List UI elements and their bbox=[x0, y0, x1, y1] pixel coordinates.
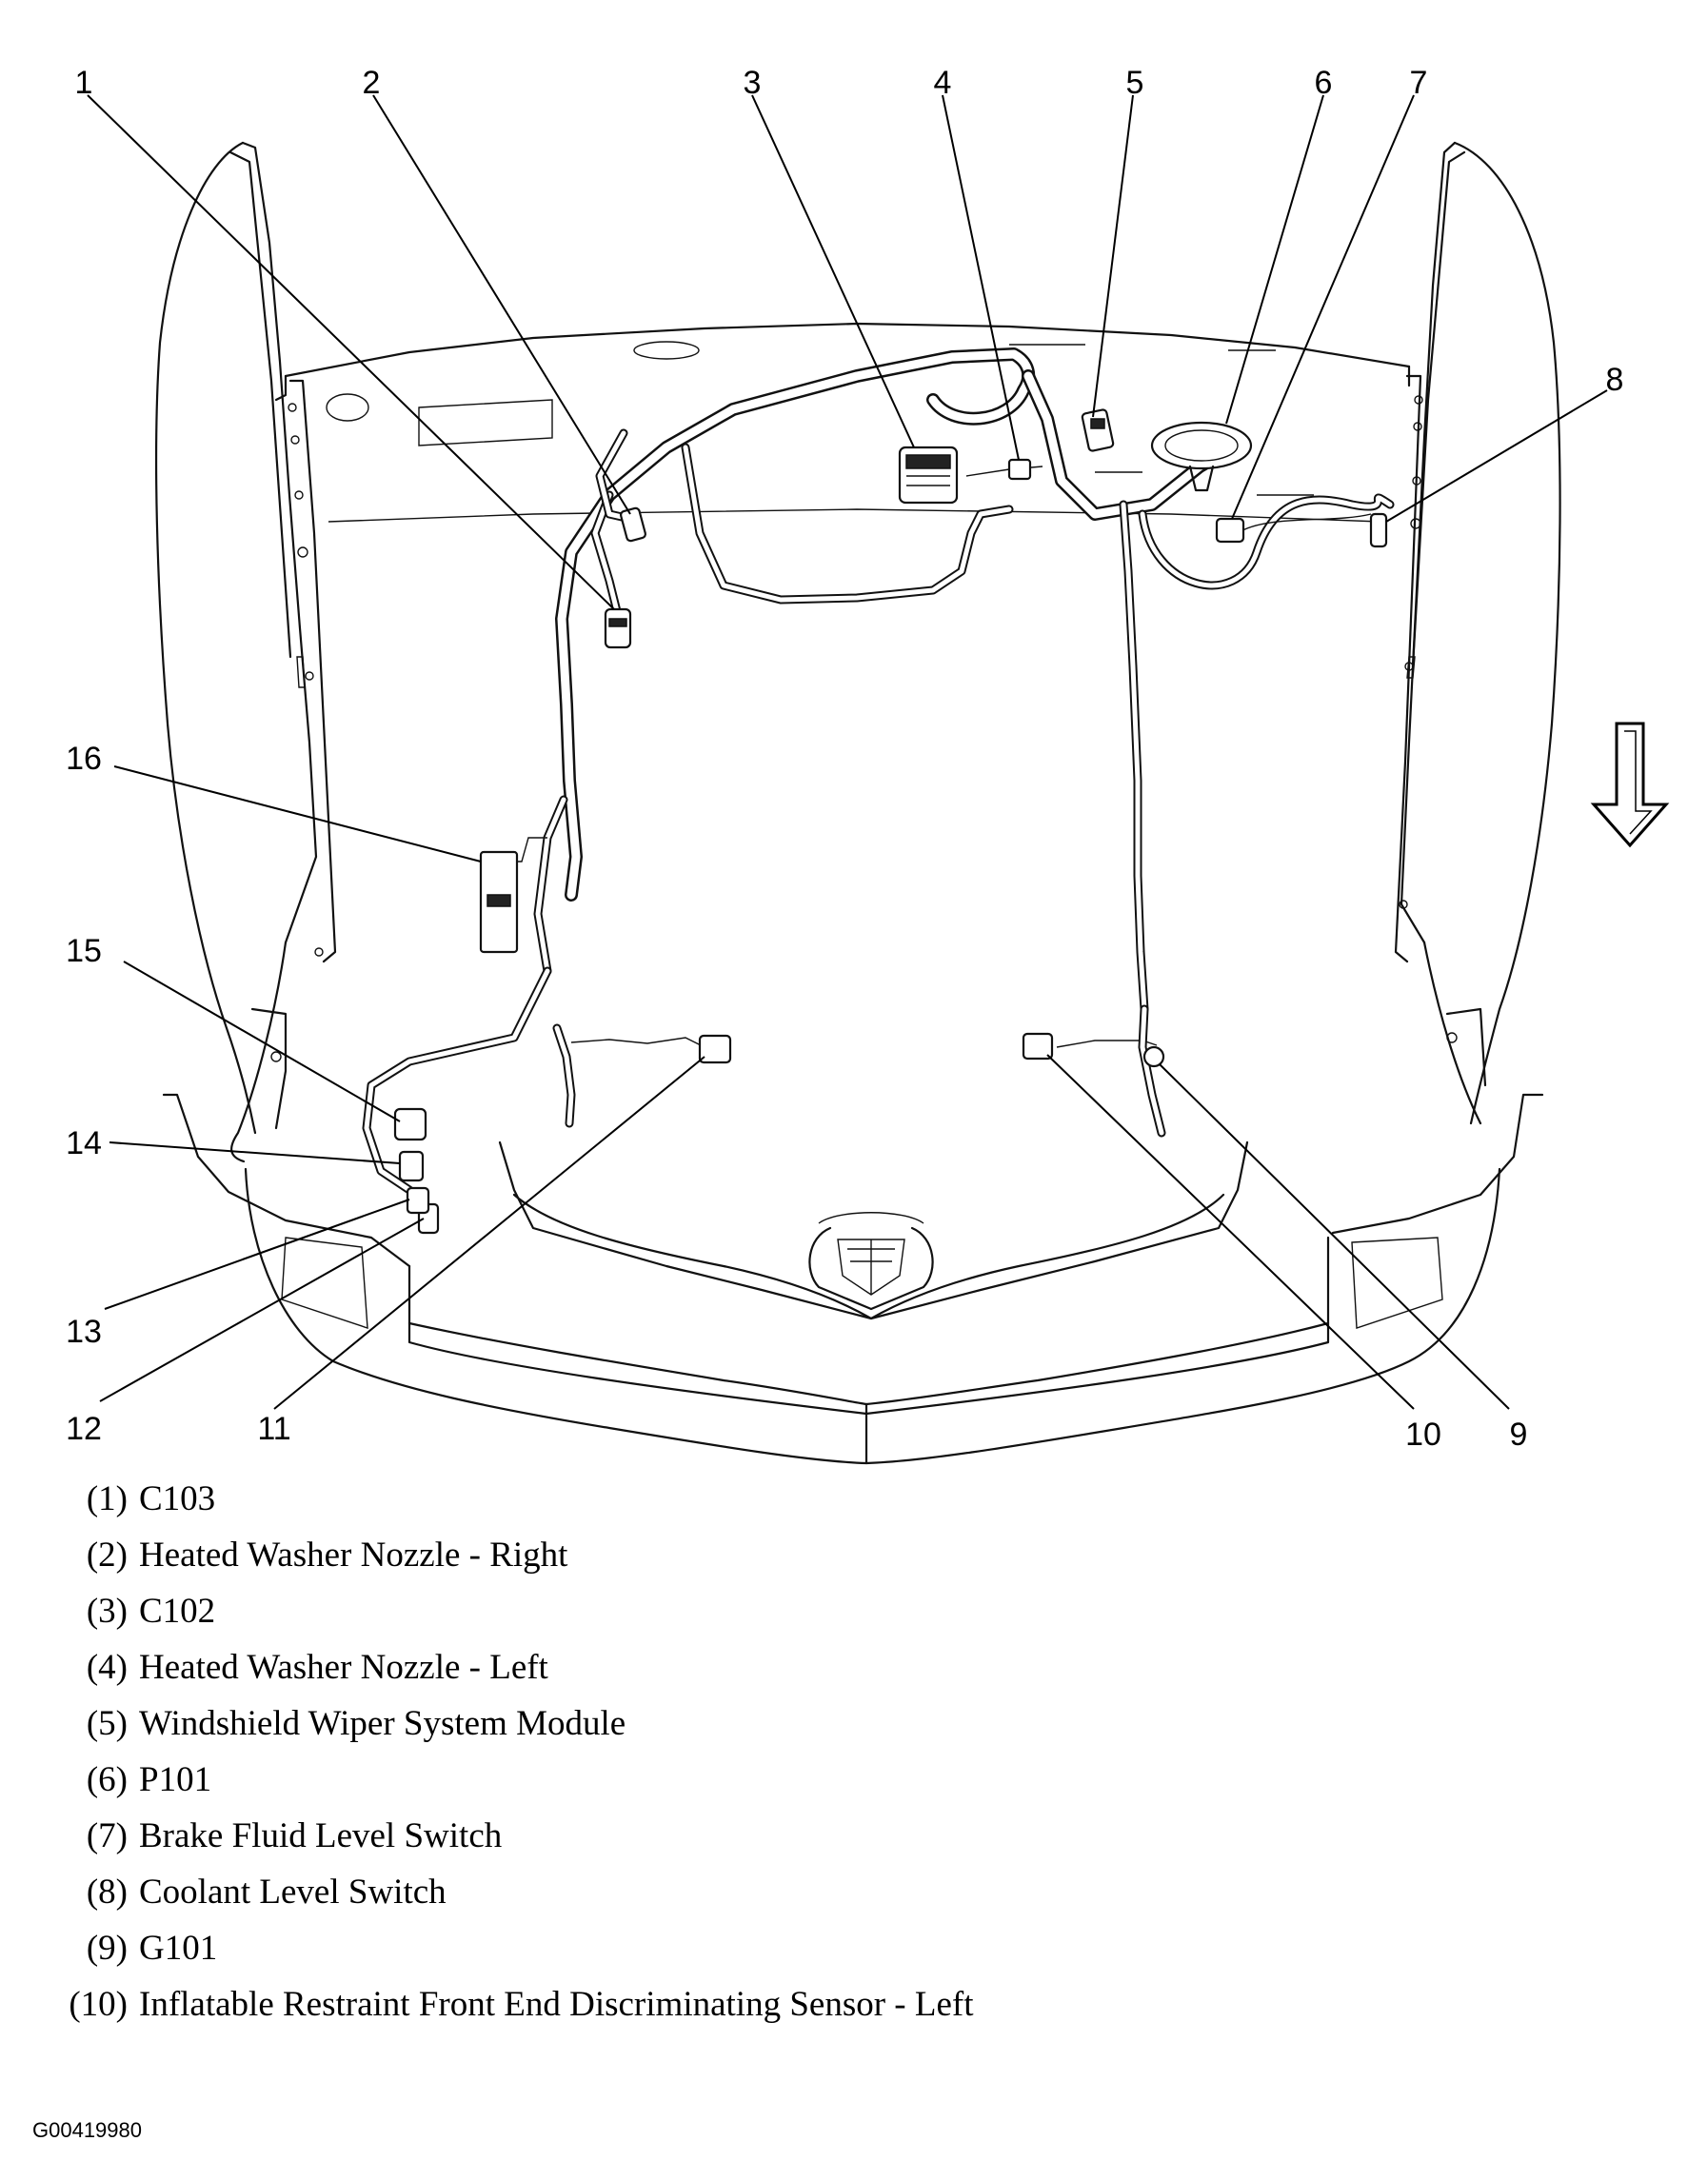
callout-4: 4 bbox=[934, 65, 952, 101]
legend-label: Heated Washer Nozzle - Right bbox=[139, 1536, 568, 1575]
legend-item: (9) G101 bbox=[50, 1920, 974, 1976]
legend-item: (7) Brake Fluid Level Switch bbox=[50, 1808, 974, 1864]
component-11-connector bbox=[698, 1034, 732, 1064]
legend-label: C102 bbox=[139, 1592, 216, 1631]
callout-15: 15 bbox=[66, 933, 102, 969]
legend-num: (9) bbox=[86, 1929, 128, 1968]
legend-item: (6) P101 bbox=[50, 1752, 974, 1808]
legend-label: P101 bbox=[139, 1760, 212, 1799]
callout-6: 6 bbox=[1315, 65, 1333, 101]
legend-num: (2) bbox=[86, 1536, 128, 1575]
callout-16: 16 bbox=[66, 741, 102, 777]
c103-connector bbox=[604, 607, 632, 649]
vehicle-body bbox=[154, 141, 1561, 1465]
wiring-harness bbox=[362, 347, 1395, 1195]
washer-nozzle-right-connector bbox=[619, 506, 647, 543]
wiper-module-connector bbox=[1081, 408, 1115, 452]
legend-item: (1) C103 bbox=[50, 1471, 974, 1527]
washer-nozzle-left-connector bbox=[1007, 458, 1032, 481]
coolant-switch-connector bbox=[1369, 512, 1388, 548]
callout-14: 14 bbox=[66, 1125, 102, 1161]
callout-1: 1 bbox=[75, 65, 93, 101]
component-15-connector bbox=[393, 1107, 427, 1141]
g101-ground bbox=[1142, 1045, 1165, 1068]
legend-num: (6) bbox=[86, 1760, 128, 1799]
legend-label: Brake Fluid Level Switch bbox=[139, 1816, 503, 1855]
legend-num: (3) bbox=[86, 1592, 128, 1631]
legend-label: G101 bbox=[139, 1929, 218, 1968]
down-arrow-icon bbox=[1590, 722, 1670, 848]
p101-grommet bbox=[1150, 421, 1253, 470]
legend-item: (5) Windshield Wiper System Module bbox=[50, 1695, 974, 1752]
callout-labels: 1 2 3 4 5 6 7 8 9 10 11 12 13 14 15 16 bbox=[66, 65, 1623, 1453]
legend-label: Coolant Level Switch bbox=[139, 1873, 447, 1912]
callout-13: 13 bbox=[66, 1314, 102, 1350]
legend-num: (4) bbox=[86, 1648, 128, 1687]
efd-sensor-left-connector bbox=[1022, 1032, 1054, 1061]
callout-3: 3 bbox=[744, 65, 762, 101]
legend-item: (8) Coolant Level Switch bbox=[50, 1864, 974, 1920]
brake-fluid-switch-connector bbox=[1215, 517, 1245, 544]
component-14-connector bbox=[398, 1150, 425, 1182]
legend-label: Windshield Wiper System Module bbox=[139, 1704, 626, 1743]
leader-lines bbox=[87, 94, 1608, 1410]
callout-5: 5 bbox=[1126, 65, 1144, 101]
components bbox=[393, 408, 1388, 1235]
legend-num: (5) bbox=[86, 1704, 128, 1743]
legend-item: (3) C102 bbox=[50, 1583, 974, 1639]
legend-num: (1) bbox=[86, 1479, 128, 1518]
callout-7: 7 bbox=[1410, 65, 1428, 101]
callout-9: 9 bbox=[1510, 1417, 1528, 1453]
legend-item: (10) Inflatable Restraint Front End Discr… bbox=[50, 1976, 974, 2032]
figure-id: G00419980 bbox=[32, 2118, 142, 2142]
component-13-connector bbox=[406, 1186, 430, 1215]
legend-num: (10) bbox=[69, 1985, 128, 2024]
legend-num: (8) bbox=[86, 1873, 128, 1912]
legend-label: C103 bbox=[139, 1479, 216, 1518]
callout-12: 12 bbox=[66, 1411, 102, 1447]
legend-label: Heated Washer Nozzle - Left bbox=[139, 1648, 548, 1687]
legend-item: (2) Heated Washer Nozzle - Right bbox=[50, 1527, 974, 1583]
harness-diagram: 1 2 3 4 5 6 7 8 9 10 11 12 13 14 15 16 bbox=[66, 65, 1670, 1465]
legend-label: Inflatable Restraint Front End Discrimin… bbox=[139, 1985, 974, 2024]
legend-item: (4) Heated Washer Nozzle - Left bbox=[50, 1639, 974, 1695]
callout-8: 8 bbox=[1606, 362, 1624, 398]
legend-num: (7) bbox=[86, 1816, 128, 1855]
callout-10: 10 bbox=[1405, 1417, 1441, 1453]
callout-11: 11 bbox=[257, 1411, 290, 1447]
callout-2: 2 bbox=[363, 65, 381, 101]
legend-list: (1)C103 (2)Heated Washer Nozzle - Right … bbox=[50, 1471, 974, 2032]
